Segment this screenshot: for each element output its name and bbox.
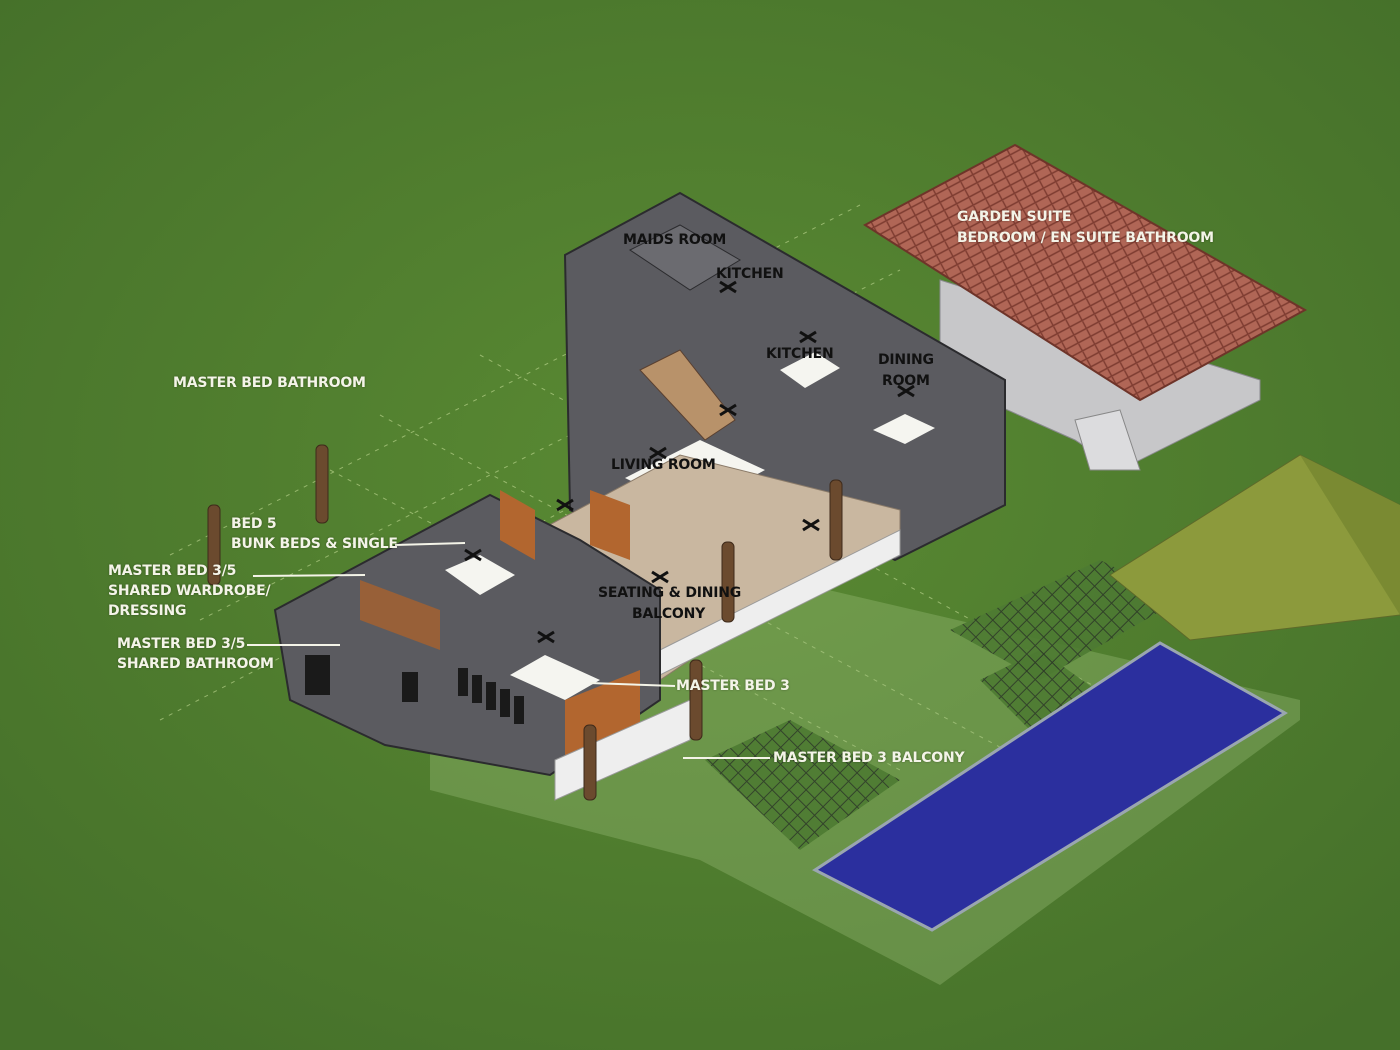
label-bunk-beds: BUNK BEDS & SINGLE [231, 536, 398, 552]
kitchen-floor [780, 352, 840, 388]
label-master-bed-3: MASTER BED 3 [676, 678, 790, 694]
garden-suite-stairs [1074, 409, 1141, 471]
wardrobe [360, 580, 440, 650]
wood-door [590, 490, 630, 560]
label-master-bed-3-balcony: MASTER BED 3 BALCONY [773, 750, 965, 766]
leader-lines [247, 542, 770, 759]
maids-room-floor [629, 224, 741, 291]
swimming-pool [812, 641, 1288, 932]
gazebo-roof [1109, 454, 1400, 641]
columns [207, 444, 843, 801]
bed5-floor [445, 555, 515, 595]
label-shared-wardrobe-2: SHARED WARDROBE/ [108, 583, 271, 599]
garden-suite-roof [863, 143, 1308, 402]
dining-floor [873, 414, 935, 444]
label-master-bed-bathroom: MASTER BED BATHROOM [173, 375, 366, 391]
label-kitchen: KITCHEN [716, 266, 784, 282]
label-dining-room-2: ROOM [882, 373, 930, 389]
windows [305, 655, 524, 724]
label-shared-bathroom-2: SHARED BATHROOM [117, 656, 274, 672]
label-shared-bathroom: MASTER BED 3/5 [117, 636, 246, 652]
label-seating-dining-balcony: SEATING & DINING [598, 585, 742, 601]
wood-door [500, 490, 535, 560]
label-shared-wardrobe-3: DRESSING [108, 603, 187, 619]
label-garden-suite: GARDEN SUITE [957, 209, 1072, 225]
label-living-room: LIVING ROOM [611, 457, 716, 473]
label-shared-wardrobe: MASTER BED 3/5 [108, 563, 237, 579]
gazebo-roof-side [1300, 455, 1400, 615]
lattice-deck [950, 560, 1180, 680]
label-bed-5: BED 5 [231, 516, 277, 532]
ceiling-fan-icons [464, 280, 915, 644]
master-bed-3-floor [510, 655, 600, 700]
label-garden-suite-detail: BEDROOM / EN SUITE BATHROOM [957, 230, 1214, 246]
label-kitchen: KITCHEN [766, 346, 834, 362]
label-dining-room: DINING [878, 352, 934, 368]
label-maids-room: MAIDS ROOM [623, 232, 727, 248]
staircase [639, 349, 736, 441]
lattice-deck [705, 720, 900, 850]
label-balcony: BALCONY [632, 606, 706, 622]
